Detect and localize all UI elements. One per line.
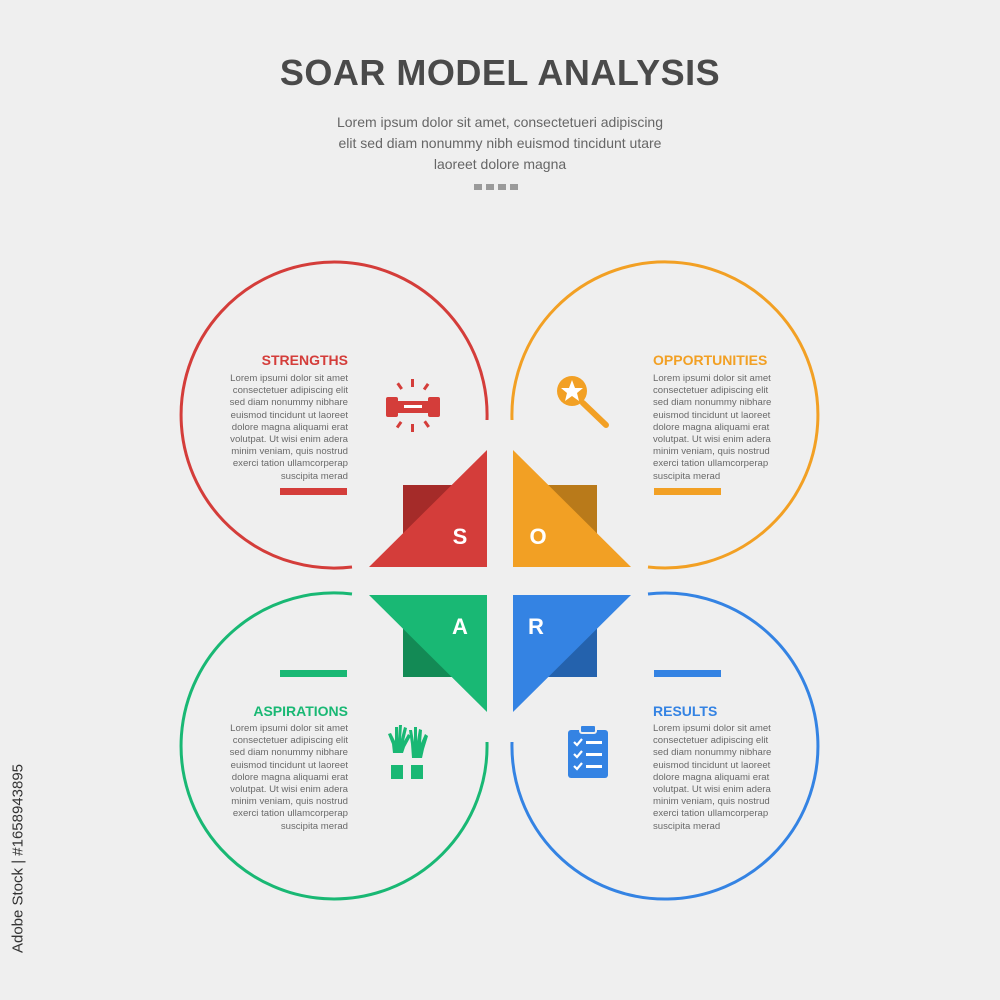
text-line: dolore magna aliquami erat (653, 421, 770, 433)
search-star-icon (557, 376, 609, 428)
text-line: minim veniam, quis nostrud (653, 796, 770, 808)
text-line: consectetuer adipiscing elit (232, 735, 348, 747)
text-line: Lorem ipsumi dolor sit amet (653, 373, 771, 384)
text-line: euismod tincidunt ut laoreet (230, 409, 348, 421)
text-line: Lorem ipsumi dolor sit amet (230, 373, 348, 384)
results-circle-outline (510, 591, 820, 901)
text-line: sed diam nonummy nibhare (653, 397, 772, 409)
text-line: volutpat. Ut wisi enim adera (653, 434, 771, 446)
text-line: exerci tation ullamcorperap (653, 458, 769, 470)
opportunities-letter: O (529, 524, 546, 549)
text-line: suscipita merad (653, 470, 721, 482)
text-line: exerci tation ullamcorperap (232, 808, 348, 820)
results-letter: R (528, 614, 544, 639)
opportunities-accent-bar (654, 488, 721, 495)
results-title: RESULTS (653, 703, 718, 719)
strengths-center-triangle (369, 450, 487, 567)
text-line: Lorem ipsumi dolor sit amet (230, 723, 348, 734)
strengths-description: Lorem ipsumi dolor sit amet consectetuer… (198, 373, 348, 483)
text-line: minim veniam, quis nostrud (653, 446, 770, 458)
results-description: Lorem ipsumi dolor sit amet consectetuer… (653, 723, 803, 833)
results-accent-bar (654, 670, 721, 677)
text-line: minim veniam, quis nostrud (231, 796, 348, 808)
subtitle-line: laoreet dolore magna (433, 156, 567, 172)
text-line: volutpat. Ut wisi enim adera (653, 784, 771, 796)
text-line: exerci tation ullamcorperap (653, 808, 769, 820)
clipboard-checklist-icon (568, 724, 608, 778)
aspirations-circle-outline (179, 591, 489, 901)
stock-watermark: Adobe Stock | #1658943895 (8, 745, 28, 975)
strengths-circle-outline (179, 260, 489, 570)
aspirations-title: ASPIRATIONS (253, 703, 348, 719)
results-center-triangle (513, 595, 631, 712)
text-line: volutpat. Ut wisi enim adera (230, 784, 348, 796)
text-line: minim veniam, quis nostrud (231, 446, 348, 458)
text-line: exerci tation ullamcorperap (232, 458, 348, 470)
text-line: euismod tincidunt ut laoreet (653, 759, 771, 771)
text-line: consectetuer adipiscing elit (653, 735, 769, 747)
text-line: suscipita merad (653, 820, 721, 832)
text-line: suscipita merad (280, 820, 348, 832)
aspirations-center-triangle (369, 595, 487, 712)
opportunities-description: Lorem ipsumi dolor sit amet consectetuer… (653, 373, 803, 483)
text-line: consectetuer adipiscing elit (232, 385, 348, 397)
strengths-letter: S (453, 524, 468, 549)
subtitle-line: elit sed diam nonummy nibh euismod tinci… (338, 135, 662, 151)
text-line: sed diam nonummy nibhare (229, 397, 348, 409)
text-line: euismod tincidunt ut laoreet (653, 409, 771, 421)
raised-hands-icon (388, 725, 428, 779)
text-line: sed diam nonummy nibhare (653, 747, 772, 759)
text-line: volutpat. Ut wisi enim adera (230, 434, 348, 446)
strengths-accent-bar (280, 488, 347, 495)
opportunities-center-triangle (513, 450, 631, 567)
opportunities-circle-outline (510, 260, 820, 570)
aspirations-description: Lorem ipsumi dolor sit amet consectetuer… (198, 723, 348, 833)
text-line: dolore magna aliquami erat (653, 771, 770, 783)
text-line: consectetuer adipiscing elit (653, 385, 769, 397)
opportunities-title: OPPORTUNITIES (653, 352, 768, 368)
watermark-text: Adobe Stock | #1658943895 (9, 763, 27, 954)
text-line: dolore magna aliquami erat (231, 771, 348, 783)
strengths-title: STRENGTHS (261, 352, 348, 368)
text-line: dolore magna aliquami erat (231, 421, 348, 433)
text-line: euismod tincidunt ut laoreet (230, 759, 348, 771)
dumbbell-icon (386, 379, 440, 432)
title-divider-dots (474, 184, 518, 190)
aspirations-letter: A (452, 614, 468, 639)
text-line: Lorem ipsumi dolor sit amet (653, 723, 771, 734)
page-title: SOAR MODEL ANALYSIS (279, 52, 721, 93)
text-line: sed diam nonummy nibhare (229, 747, 348, 759)
aspirations-accent-bar (280, 670, 347, 677)
text-line: suscipita merad (280, 470, 348, 482)
page-subtitle: Lorem ipsum dolor sit amet, consectetuer… (300, 112, 700, 175)
subtitle-line: Lorem ipsum dolor sit amet, consectetuer… (336, 114, 664, 130)
